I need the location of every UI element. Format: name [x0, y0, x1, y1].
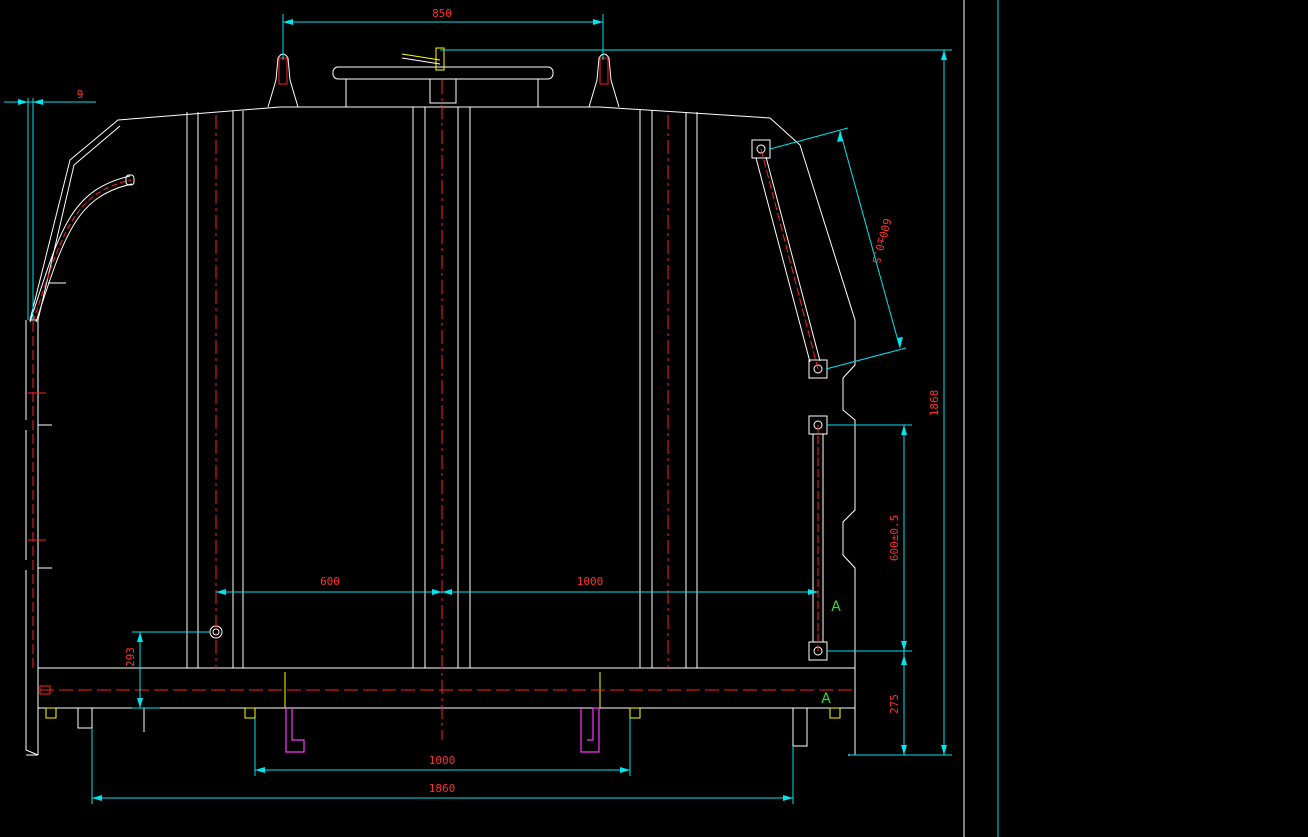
vent-left [267, 53, 299, 108]
section-mark-upper: A [831, 599, 841, 615]
manhole-hatch [332, 47, 554, 107]
dimension-lines [4, 14, 952, 804]
dim-overall-width: 1860 [429, 782, 456, 795]
left-pipe [28, 174, 135, 668]
dim-overall-height: 1868 [928, 390, 941, 417]
dim-tilted-rod: 600±0.5 [869, 217, 894, 265]
viewport-frame [963, 0, 999, 837]
vent-right [588, 53, 620, 108]
section-mark-lower: A [821, 691, 831, 707]
dim-base-height: 275 [888, 694, 901, 714]
dim-left-offset: 9 [77, 88, 84, 101]
skid-profiles [285, 707, 600, 753]
dimension-arrows [18, 19, 947, 801]
base-frame [26, 667, 856, 756]
centerlines [215, 80, 669, 740]
tilted-rod [751, 139, 828, 379]
dim-left-span: 600 [320, 575, 340, 588]
dim-vertical-rod: 600±0.5 [888, 515, 901, 561]
dim-top-span: 850 [432, 7, 452, 20]
tank-outline [25, 106, 856, 756]
dim-drain-height: 293 [124, 647, 137, 667]
vertical-rod [808, 415, 828, 661]
dim-right-span: 1000 [577, 575, 604, 588]
dim-bottom-span: 1000 [429, 754, 456, 767]
